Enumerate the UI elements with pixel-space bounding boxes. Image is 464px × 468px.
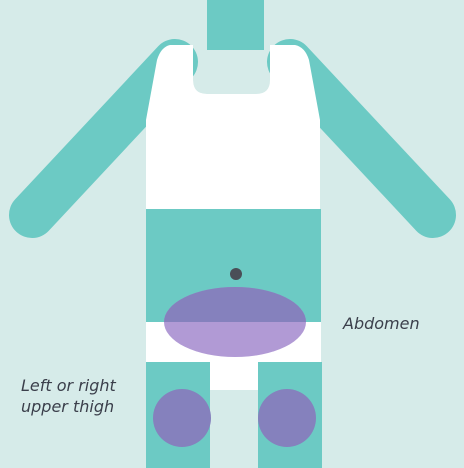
left-thigh-injection-site bbox=[153, 389, 211, 447]
right-thigh-injection-site bbox=[258, 389, 316, 447]
upper-thigh-label-line2: upper thigh bbox=[21, 396, 116, 417]
upper-thigh-label-line1: Left or right bbox=[21, 375, 116, 396]
abdomen-label: Abdomen bbox=[343, 313, 420, 334]
navel bbox=[230, 268, 242, 280]
upper-thigh-label: Left or right upper thigh bbox=[21, 375, 116, 417]
neck bbox=[207, 0, 264, 50]
